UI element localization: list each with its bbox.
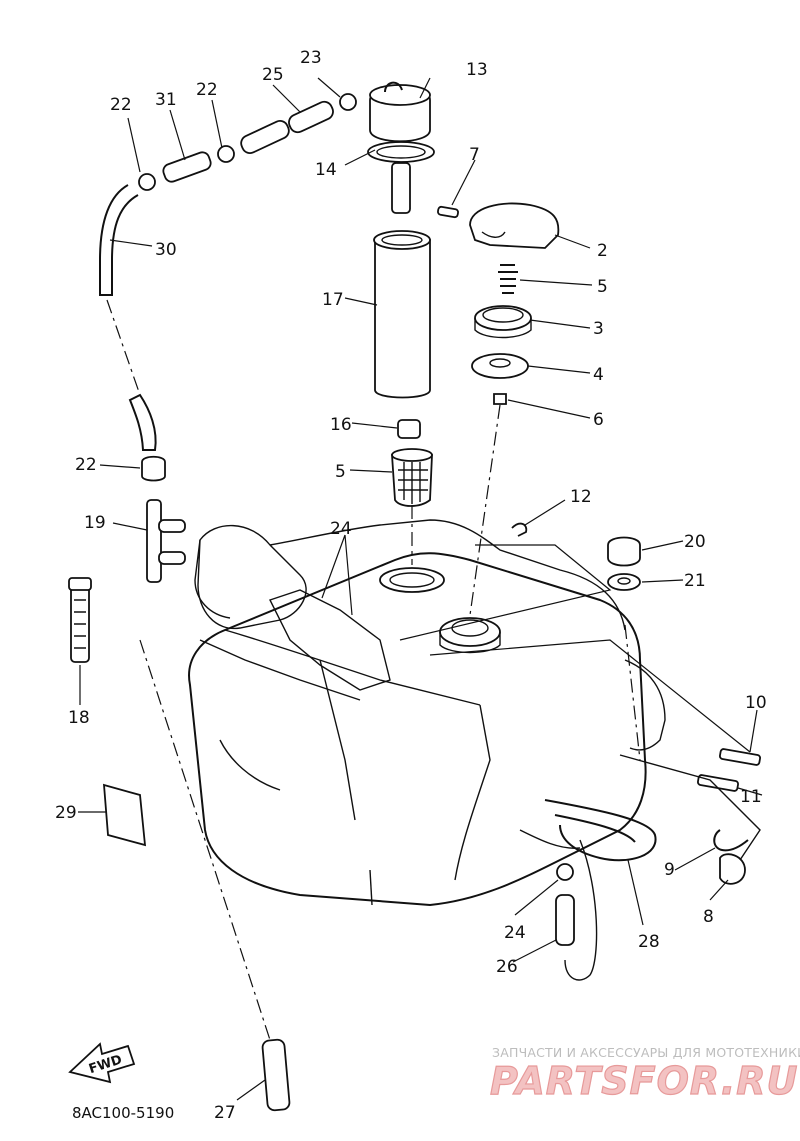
label-12: 12 — [570, 487, 592, 507]
part-number-labels: 13 14 23 25 22 31 22 7 2 5 3 4 6 30 17 1… — [55, 48, 767, 1123]
fuel-sender-unit — [367, 81, 435, 214]
watermark-caption: ЗАПЧАСТИ И АКСЕССУАРЫ ДЛЯ МОТОТЕХНИКИ — [492, 1045, 800, 1060]
diagram-code: 8AC100-5190 — [72, 1104, 174, 1122]
label-20: 20 — [684, 532, 706, 552]
fasteners — [607, 536, 761, 885]
label-21: 21 — [684, 571, 706, 591]
label-22-top-left: 22 — [110, 95, 132, 115]
label-28: 28 — [638, 932, 660, 952]
label-24-top: 24 — [330, 519, 352, 539]
label-31: 31 — [155, 90, 177, 110]
watermark: ЗАПЧАСТИ И АКСЕССУАРЫ ДЛЯ МОТОТЕХНИКИ PA… — [489, 1045, 800, 1104]
label-29: 29 — [55, 803, 77, 823]
label-24-bottom: 24 — [504, 923, 526, 943]
lower-hoses — [139, 624, 641, 1112]
label-6: 6 — [593, 410, 604, 430]
label-4: 4 — [593, 365, 604, 385]
filler-filter-tube — [373, 230, 431, 399]
fwd-arrow-icon: FWD — [68, 1042, 136, 1084]
label-22-top-right: 22 — [196, 80, 218, 100]
label-17: 17 — [322, 290, 344, 310]
leader-lines — [78, 77, 763, 1101]
fuel-strainer — [391, 419, 433, 565]
label-2: 2 — [597, 241, 608, 261]
joint-and-band — [68, 455, 186, 847]
label-11: 11 — [740, 787, 762, 807]
label-7: 7 — [469, 145, 480, 165]
fuel-cap-assembly — [437, 202, 560, 616]
label-5-strainer: 5 — [335, 462, 346, 482]
breather-hose-assembly — [99, 93, 357, 451]
watermark-logo: PARTSFOR.RU — [490, 1059, 798, 1103]
label-14: 14 — [315, 160, 337, 180]
fuel-tank — [188, 519, 666, 907]
label-19: 19 — [84, 513, 106, 533]
label-8: 8 — [703, 907, 714, 927]
label-10: 10 — [745, 693, 767, 713]
label-16: 16 — [330, 415, 352, 435]
label-22-middle: 22 — [75, 455, 97, 475]
label-3: 3 — [593, 319, 604, 339]
label-5-cap: 5 — [597, 277, 608, 297]
label-27: 27 — [214, 1103, 236, 1123]
label-23: 23 — [300, 48, 322, 68]
label-13: 13 — [466, 60, 488, 80]
label-25: 25 — [262, 65, 284, 85]
label-9: 9 — [664, 860, 675, 880]
label-18: 18 — [68, 708, 90, 728]
label-26: 26 — [496, 957, 518, 977]
label-30: 30 — [155, 240, 177, 260]
